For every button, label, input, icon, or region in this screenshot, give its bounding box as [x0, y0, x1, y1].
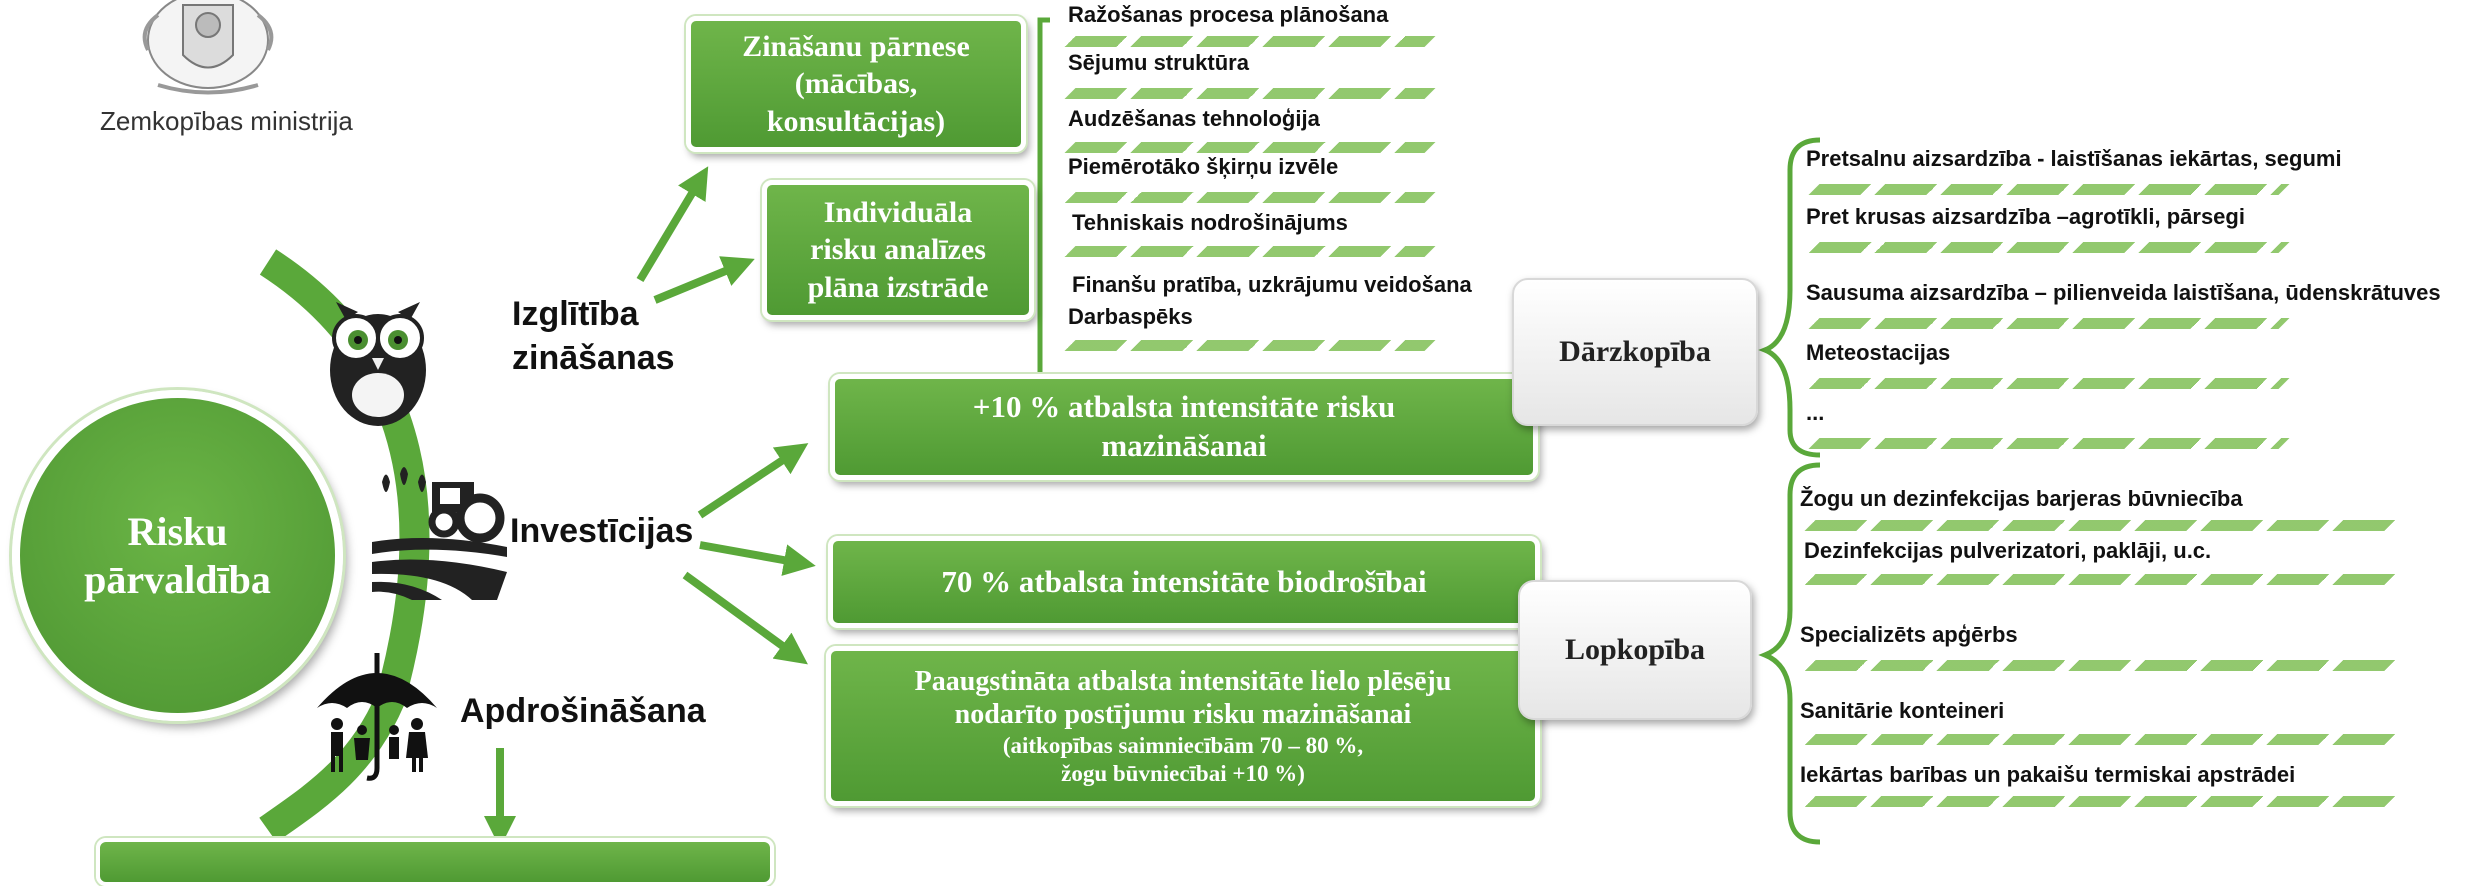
stripe-divider [1804, 660, 2396, 671]
education-topic-3: Audzēšanas tehnoloģija [1068, 106, 1320, 131]
livestock-item-3: Specializēts apģērbs [1800, 622, 2018, 647]
risk-analysis-box: Individuāla risku analīzes plāna izstrād… [762, 180, 1034, 320]
knowledge-transfer-line3: konsultācijas) [766, 104, 946, 138]
pillar-education-line1: Izglītība [512, 295, 639, 333]
stripe-divider [1808, 242, 2290, 253]
predators-line2: nodarīto postījumu risku mazināšanai [954, 699, 1412, 731]
horticulture-brace [1758, 137, 1821, 458]
risk-analysis-line3: plāna izstrāde [807, 270, 989, 304]
arrow-to-knowledge-transfer [636, 166, 709, 283]
stripe-divider [1804, 734, 2396, 745]
insurance-result-box [96, 838, 774, 886]
knowledge-transfer-box: Zināšanu pārnese (mācības, konsultācijas… [686, 16, 1026, 152]
education-topic-1: Ražošanas procesa plānošana [1068, 2, 1389, 27]
livestock-item-5: Iekārtas barības un pakaišu termiskai ap… [1800, 762, 2296, 787]
arrow-to-risk-reduction [697, 443, 809, 519]
livestock-item-4: Sanitārie konteineri [1800, 698, 2005, 723]
center-title-line1: Risku [127, 508, 228, 554]
pillar-education-label: Izglītība zināšanas [512, 292, 675, 380]
horticulture-item-4: Meteostacijas [1806, 340, 1951, 365]
stripe-divider [1808, 438, 2290, 449]
stripe-divider [1064, 36, 1436, 47]
arrow-to-risk-analysis [653, 256, 755, 304]
risk-analysis-line2: risku analīzes [810, 233, 986, 267]
horticulture-item-3: Sausuma aizsardzība – pilienveida laistī… [1806, 280, 2441, 305]
knowledge-transfer-line2: (mācības, [794, 67, 918, 101]
predators-line1: Paaugstināta atbalsta intensitāte lielo … [914, 665, 1452, 697]
livestock-box: Lopkopība [1518, 580, 1752, 720]
umbrella-family-icon [312, 648, 442, 783]
owl-icon [318, 290, 438, 430]
education-topic-6: Finanšu pratība, uzkrājumu veidošana [1072, 272, 1472, 297]
center-title-line2: pārvaldība [84, 556, 271, 602]
ministry-name: Zemkopības ministrija [100, 106, 353, 136]
education-topic-2: Sējumu struktūra [1068, 50, 1249, 75]
pillar-education-line2: zināšanas [512, 339, 675, 377]
stripe-divider [1064, 192, 1436, 203]
biosecurity-label: 70 % atbalsta intensitāte biodrošībai [941, 563, 1427, 599]
education-topic-5: Tehniskais nodrošinājums [1072, 210, 1348, 235]
risk-analysis-line1: Individuāla [823, 195, 973, 229]
predators-line4: žogu būvniecībai +10 %) [1061, 760, 1305, 786]
livestock-brace [1758, 462, 1821, 845]
arrow-to-predators [682, 571, 808, 665]
stripe-divider [1064, 88, 1436, 99]
arrow-to-biosecurity [699, 541, 816, 576]
stripe-divider [1064, 142, 1436, 153]
risk-reduction-box: +10 % atbalsta intensitāte risku mazināš… [830, 374, 1538, 480]
pillar-investments-label: Investīcijas [510, 512, 694, 550]
pillar-insurance-label: Apdrošināšana [460, 692, 706, 730]
horticulture-box: Dārzkopība [1512, 278, 1758, 426]
horticulture-item-2: Pret krusas aizsardzība –agrotīkli, pārs… [1806, 204, 2245, 229]
knowledge-transfer-line1: Zināšanu pārnese [742, 29, 970, 63]
stripe-divider [1804, 796, 2396, 807]
tractor-field-icon [372, 462, 512, 600]
stripe-divider [1064, 246, 1436, 257]
education-topic-4: Piemērotāko šķirņu izvēle [1068, 154, 1339, 179]
stripe-divider [1808, 184, 2290, 195]
coat-of-arms-logo [128, 0, 288, 100]
stripe-divider [1808, 378, 2290, 389]
predators-line3: (aitkopības saimniecībām 70 – 80 %, [1002, 733, 1364, 758]
horticulture-item-1: Pretsalnu aizsardzība - laistīšanas iekā… [1806, 146, 2342, 171]
risk-management-circle: Risku pārvaldība [12, 390, 343, 721]
education-topics-bracket [1037, 17, 1050, 372]
biosecurity-box: 70 % atbalsta intensitāte biodrošībai [828, 536, 1540, 628]
stripe-divider [1804, 574, 2396, 585]
predators-box: Paaugstināta atbalsta intensitāte lielo … [826, 646, 1540, 806]
risk-reduction-line1: +10 % atbalsta intensitāte risku [972, 389, 1396, 425]
livestock-item-1: Žogu un dezinfekcijas barjeras būvniecīb… [1800, 486, 2243, 511]
stripe-divider [1064, 340, 1436, 351]
stripe-divider [1804, 520, 2396, 531]
horticulture-item-5: ... [1806, 400, 1825, 425]
livestock-item-2: Dezinfekcijas pulverizatori, paklāji, u.… [1804, 538, 2212, 563]
education-topic-7: Darbaspēks [1068, 304, 1193, 329]
risk-reduction-line2: mazināšanai [1101, 428, 1267, 463]
stripe-divider [1808, 318, 2290, 329]
